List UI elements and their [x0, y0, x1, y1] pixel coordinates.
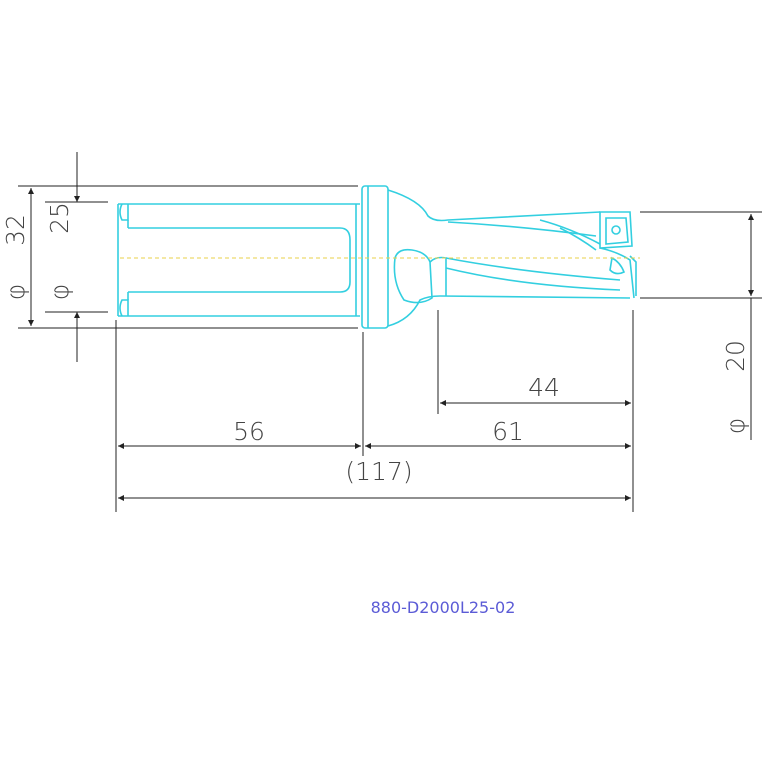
dimension-geometry — [18, 152, 762, 512]
drill-body-outline — [117, 185, 637, 329]
dim-shank-diameter-symbol: φ — [45, 284, 74, 301]
part-number: 880-D2000L25-02 — [371, 598, 516, 617]
dim-drill-diameter-value: 20 — [721, 340, 750, 372]
dim-drill-diameter: 20 φ — [721, 340, 750, 434]
dim-outer-diameter-value: 32 — [1, 214, 30, 246]
dim-outer-diameter-symbol: φ — [1, 284, 30, 301]
dim-shank-length: 56 — [233, 417, 265, 446]
dim-overall-length: (117) — [345, 457, 412, 486]
dim-drill-diameter-symbol: φ — [721, 418, 750, 435]
dim-shank-diameter: 25 φ — [45, 202, 74, 300]
dim-flute-length: 44 — [528, 373, 560, 402]
dim-body-length: 61 — [492, 417, 524, 446]
dim-shank-diameter-value: 25 — [45, 202, 74, 234]
dim-outer-diameter: 32 φ — [1, 214, 30, 300]
